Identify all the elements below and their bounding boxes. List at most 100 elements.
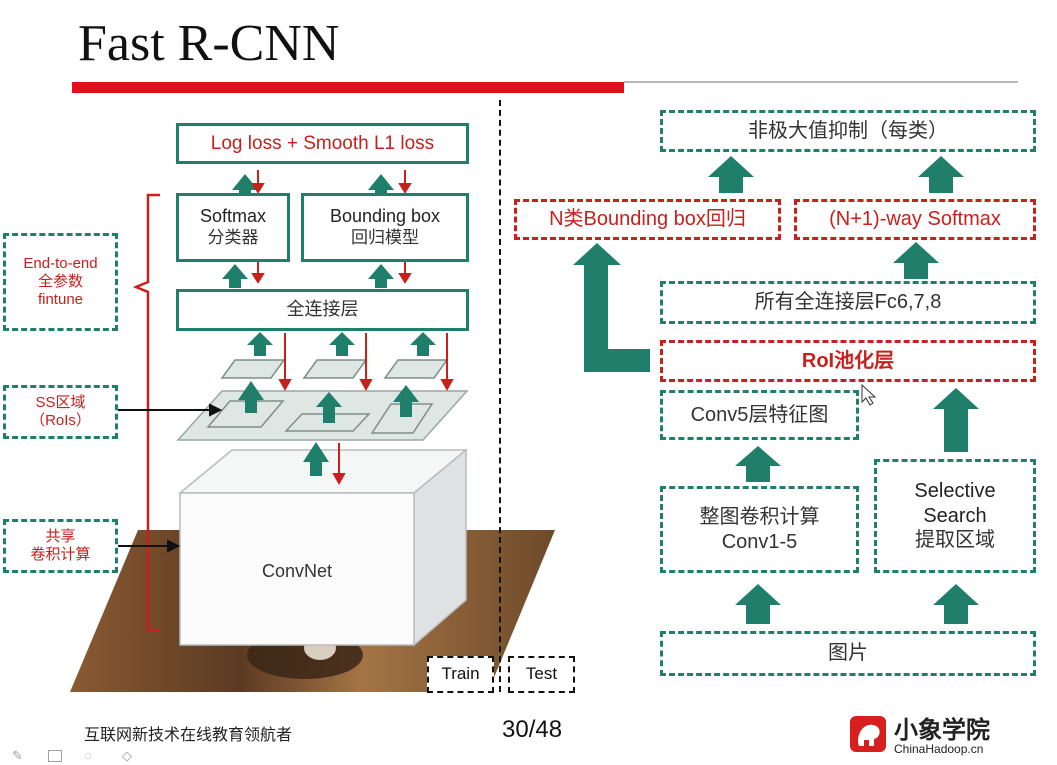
- down-arrow: [359, 379, 373, 392]
- roi-box-1: [206, 400, 285, 428]
- test-tag-label: Test: [525, 664, 558, 684]
- roi-to-bbox-arrow: [573, 243, 650, 372]
- softmax-box: (N+1)-way Softmax: [794, 199, 1036, 240]
- ss-line1: Selective: [914, 480, 996, 503]
- logo-name: 小象学院: [894, 716, 990, 744]
- softmax-label: Softmax: [199, 206, 267, 227]
- up-arrow: [303, 442, 329, 476]
- conv5-box: Conv5层特征图: [660, 390, 859, 440]
- ss-line3: 提取区域: [915, 529, 995, 552]
- footer-slogan: 互联网新技术在线教育领航者: [84, 725, 293, 744]
- bbox-label: Bounding box: [329, 206, 441, 227]
- pointer-arrow: [209, 403, 223, 417]
- bbox-sublabel: 回归模型: [351, 228, 419, 248]
- ss-line2: Search: [923, 504, 987, 527]
- slide-title: Fast R-CNN: [78, 15, 340, 72]
- logo-url: ChinaHadoop.cn: [894, 742, 984, 756]
- image-box: 图片: [660, 631, 1036, 676]
- title-rule-gray: [624, 81, 1018, 83]
- end-to-end-line1: End-to-end: [23, 254, 98, 272]
- pointer-arrow: [167, 539, 181, 553]
- up-arrow: [708, 156, 754, 193]
- slides-icon[interactable]: [48, 750, 62, 762]
- up-arrow: [410, 332, 436, 356]
- shared-conv-note: 共享 卷积计算: [3, 519, 118, 573]
- up-arrow: [329, 332, 355, 356]
- roi-pooling-label: RoI池化层: [801, 349, 895, 372]
- bbox-regressor-box: Bounding box 回归模型: [301, 193, 469, 262]
- conv15-box: 整图卷积计算 Conv1-5: [660, 486, 859, 573]
- up-arrow: [316, 392, 342, 423]
- up-arrow: [918, 156, 964, 193]
- bbox-regression-box: N类Bounding box回归: [514, 199, 781, 240]
- fc678-label: 所有全连接层Fc6,7,8: [754, 291, 942, 314]
- loss-box: Log loss + Smooth L1 loss: [176, 123, 469, 164]
- ss-region-line1: SS区域: [35, 393, 86, 411]
- up-arrow: [238, 381, 264, 413]
- selective-search-box: Selective Search 提取区域: [874, 459, 1036, 573]
- title-rule: [72, 82, 624, 93]
- roi-box-3: [370, 403, 434, 434]
- pooled-roi-1: [220, 359, 286, 379]
- up-arrow: [933, 584, 979, 624]
- up-arrow: [222, 264, 248, 288]
- pen-icon[interactable]: ✎: [12, 748, 23, 763]
- conv15-line1: 整图卷积计算: [699, 506, 820, 529]
- test-up-arrows: [708, 156, 979, 624]
- down-arrow: [251, 273, 265, 284]
- conv5-label: Conv5层特征图: [690, 403, 829, 426]
- shared-conv-line2: 卷积计算: [30, 546, 91, 563]
- softmax-classifier-box: Softmax 分类器: [176, 193, 290, 262]
- convnet-label: ConvNet: [180, 555, 414, 589]
- up-arrow: [368, 264, 394, 288]
- magnify-icon[interactable]: ◌: [84, 748, 92, 763]
- pointer-arrows: [117, 403, 223, 553]
- train-tag: Train: [427, 656, 494, 693]
- fc-layer-box: 全连接层: [176, 289, 469, 331]
- slide-toolbar: ✎ ◌ ◇: [4, 748, 164, 764]
- softmax-test-label: (N+1)-way Softmax: [829, 208, 1001, 231]
- roi-pooling-box: RoI池化层: [660, 340, 1036, 382]
- fc678-box: 所有全连接层Fc6,7,8: [660, 281, 1036, 324]
- page-number: 30/48: [502, 716, 563, 743]
- up-arrow: [368, 174, 394, 200]
- loss-label: Log loss + Smooth L1 loss: [210, 132, 435, 154]
- convnet-front-face: [179, 492, 415, 646]
- nms-box: 非极大值抑制（每类）: [660, 110, 1036, 152]
- ss-region-note: SS区域 （RoIs）: [3, 385, 118, 439]
- down-arrow: [398, 273, 412, 284]
- image-label: 图片: [828, 642, 868, 665]
- up-arrow: [933, 388, 979, 452]
- up-arrow: [247, 332, 273, 356]
- pooled-roi-2: [302, 359, 368, 379]
- bbox-regression-label: N类Bounding box回归: [549, 208, 746, 231]
- elephant-logo-icon: [850, 716, 886, 752]
- up-arrow: [393, 385, 419, 417]
- end-to-end-line3: fintune: [37, 291, 84, 309]
- down-arrow: [440, 379, 454, 392]
- cursor-icon: [861, 383, 877, 406]
- nms-label: 非极大值抑制（每类）: [748, 119, 948, 142]
- shared-conv-line1: 共享: [45, 527, 76, 545]
- softmax-sublabel: 分类器: [207, 228, 259, 248]
- train-tag-label: Train: [441, 664, 480, 684]
- end-to-end-line2: 全参数: [37, 272, 83, 290]
- train-test-divider: [499, 100, 501, 692]
- roi-box-2: [284, 413, 371, 432]
- down-arrow: [398, 183, 412, 194]
- train-down-arrows: [251, 170, 454, 486]
- down-arrow: [278, 379, 292, 392]
- train-up-arrows: [222, 174, 436, 476]
- up-arrow: [735, 446, 781, 482]
- more-icon[interactable]: ◇: [122, 748, 132, 763]
- fc-label: 全连接层: [286, 299, 359, 320]
- up-arrow: [735, 584, 781, 624]
- down-arrow: [251, 183, 265, 194]
- up-arrow: [232, 174, 258, 200]
- up-arrow: [893, 242, 939, 279]
- pooled-roi-3: [383, 359, 449, 379]
- end-to-end-note: End-to-end 全参数 fintune: [3, 233, 118, 331]
- conv15-line2: Conv1-5: [721, 530, 798, 553]
